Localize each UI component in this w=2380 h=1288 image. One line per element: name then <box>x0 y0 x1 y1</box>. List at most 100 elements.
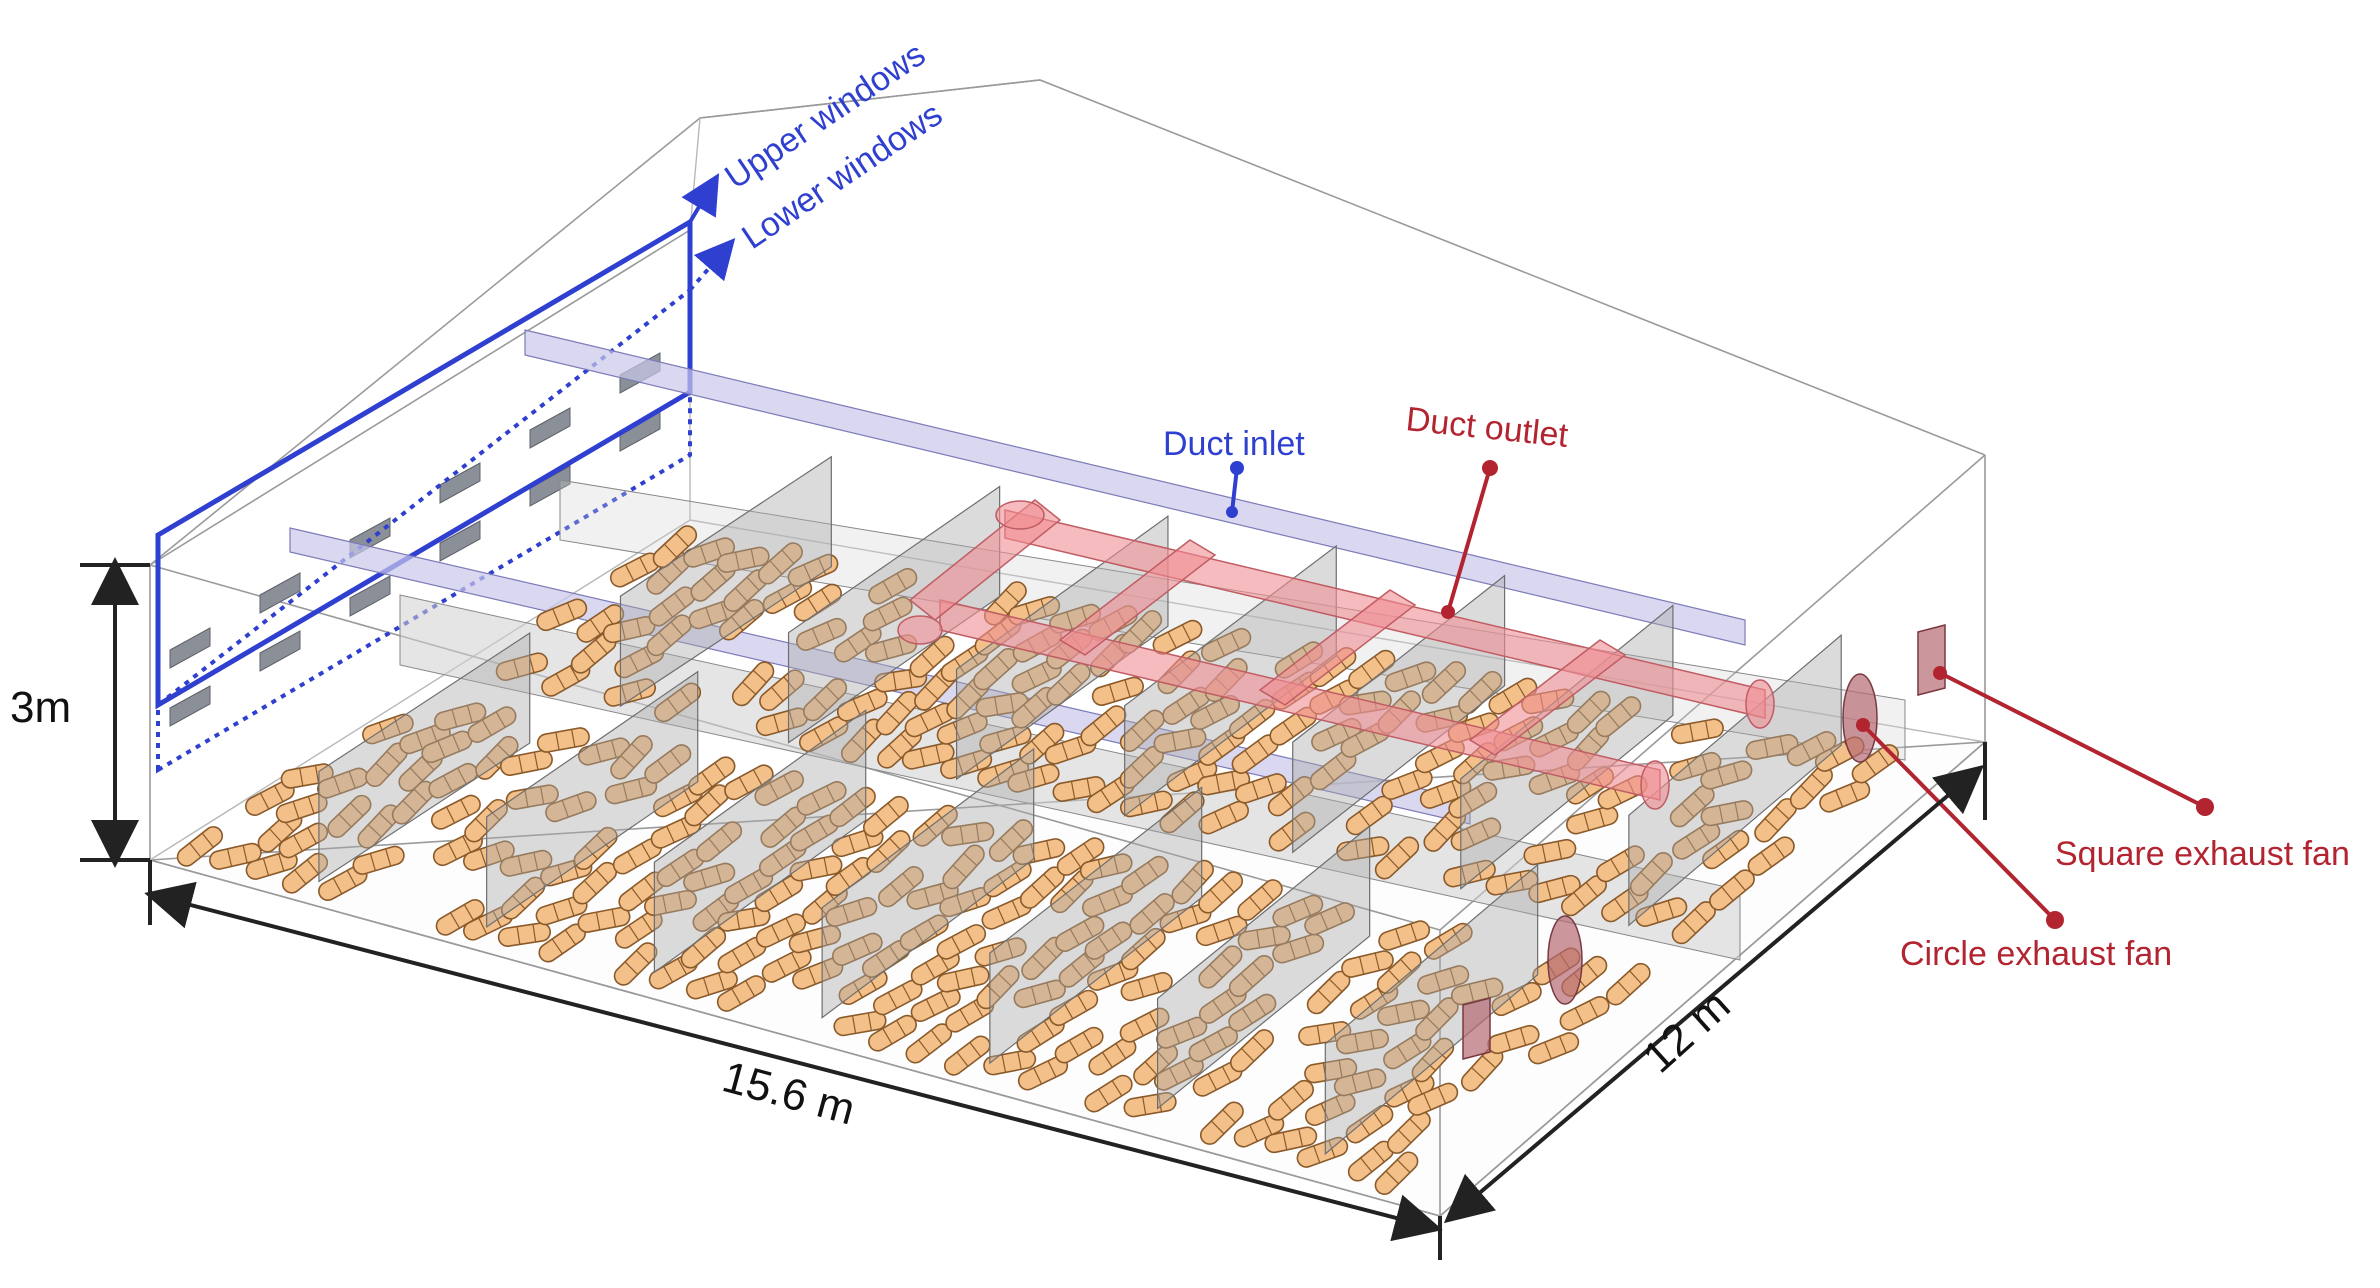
window-highlight <box>155 173 736 774</box>
pig <box>577 737 631 766</box>
pig <box>789 855 843 882</box>
height-dimension-label: 3m <box>10 683 71 732</box>
lower-window <box>349 575 391 617</box>
pig <box>1421 661 1467 704</box>
pig <box>536 598 588 632</box>
pig <box>1153 727 1207 754</box>
pig <box>829 786 876 828</box>
pig <box>979 724 1032 754</box>
pig <box>1080 705 1127 747</box>
circle-exhaust-fan-label: Circle exhaust fan <box>1900 935 2172 973</box>
pig <box>499 849 553 877</box>
duct-inlet-label: Duct inlet <box>1163 425 1305 463</box>
pig <box>462 840 515 871</box>
pig <box>430 794 481 830</box>
pig <box>275 792 328 824</box>
lower-window <box>439 520 481 562</box>
pig <box>499 749 553 777</box>
pig <box>352 845 405 875</box>
length-dimension-label: 15.6 m <box>717 1052 860 1134</box>
pig <box>940 749 993 780</box>
pig <box>688 756 736 796</box>
pen-partition <box>787 485 1001 744</box>
pig <box>909 635 955 678</box>
pig <box>1011 686 1057 729</box>
pig <box>278 822 329 859</box>
upper-window <box>259 572 301 614</box>
pig <box>1012 838 1066 866</box>
pig <box>652 525 698 569</box>
pig <box>1670 718 1724 745</box>
upper-window <box>529 407 571 449</box>
pig <box>716 546 770 573</box>
pig <box>536 727 590 753</box>
pig <box>1566 690 1611 734</box>
pig <box>1595 696 1642 738</box>
pig <box>1458 670 1503 715</box>
pig <box>988 819 1034 863</box>
pig <box>796 781 847 816</box>
pig <box>862 596 913 632</box>
pig <box>545 791 597 823</box>
pig <box>731 661 775 707</box>
lower-window <box>259 630 301 672</box>
pig <box>1345 795 1393 836</box>
pig <box>467 706 517 743</box>
pig <box>1374 836 1420 880</box>
pig <box>757 542 803 585</box>
side-windows <box>169 352 661 727</box>
pig <box>1745 733 1799 761</box>
pig <box>209 842 262 870</box>
pig <box>1268 811 1316 852</box>
pig <box>759 669 805 711</box>
pig <box>433 702 487 731</box>
pig <box>803 678 848 722</box>
pig <box>604 776 658 805</box>
dimension-lines <box>80 557 1987 1260</box>
pig <box>1079 853 1133 881</box>
pig <box>683 537 736 568</box>
duct-outlet-label: Duct outlet <box>1404 400 1570 455</box>
pig <box>1786 730 1837 767</box>
pig <box>1011 659 1062 694</box>
pig <box>362 713 414 745</box>
pig <box>875 690 919 736</box>
pen-partition <box>318 631 531 883</box>
duct-outlet-pipes <box>897 499 1775 810</box>
square-exhaust-fan-2 <box>1462 997 1491 1060</box>
pig <box>977 758 1030 788</box>
pig <box>936 712 988 745</box>
pig <box>1152 619 1203 655</box>
upper-window <box>439 462 481 504</box>
circle-exhaust-fan-2 <box>1547 915 1583 1005</box>
pig <box>1384 661 1437 693</box>
pig <box>793 583 842 622</box>
pig <box>1046 662 1091 706</box>
pen-partition <box>486 670 699 928</box>
pig <box>1200 627 1252 663</box>
pig <box>1119 709 1165 752</box>
pig <box>1348 649 1396 690</box>
pig <box>610 734 653 780</box>
pig <box>795 617 847 651</box>
pig <box>912 804 958 847</box>
pig <box>973 648 1019 691</box>
pig <box>1091 676 1144 706</box>
circle-exhaust-fan <box>1842 673 1878 763</box>
pig <box>654 682 702 723</box>
pig <box>1119 790 1173 818</box>
lower-window <box>169 685 211 727</box>
upper-window <box>169 627 211 669</box>
pig <box>696 821 743 863</box>
pig <box>941 821 995 847</box>
pig <box>1381 768 1433 800</box>
square-exhaust-fan-label: Square exhaust fan <box>2055 835 2350 873</box>
pig <box>754 770 804 806</box>
square-exhaust-fan <box>1917 624 1946 696</box>
pig <box>1231 734 1279 774</box>
pig <box>1198 800 1249 835</box>
pig <box>603 678 657 707</box>
pig <box>327 794 372 838</box>
pig <box>724 764 774 801</box>
